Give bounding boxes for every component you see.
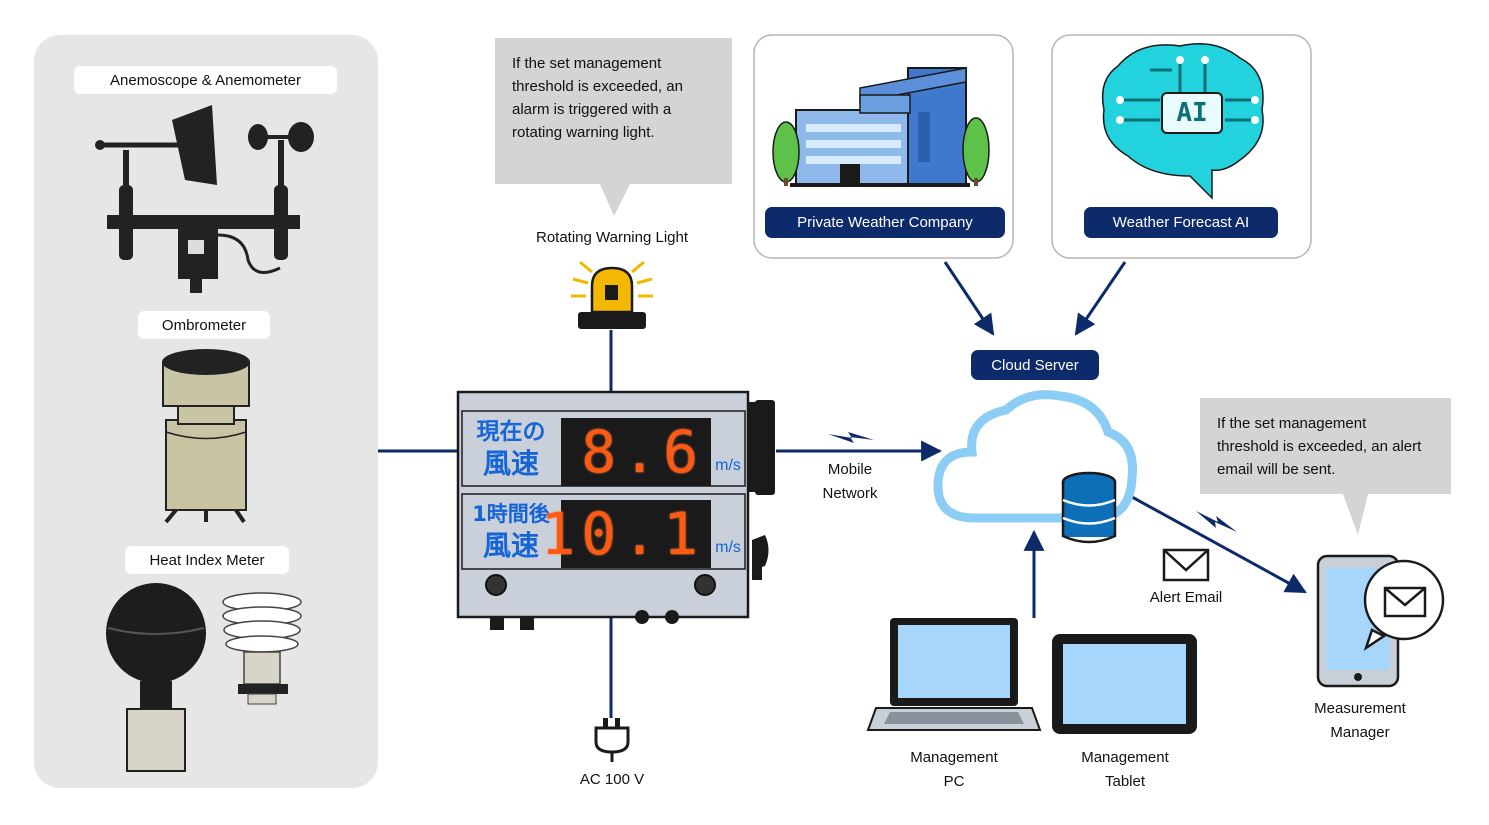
ai-arrow — [1074, 261, 1127, 336]
warning-light-label: Rotating Warning Light — [535, 229, 689, 246]
forecast-wind-unit: m/s — [715, 539, 741, 556]
email-arrow — [1131, 495, 1307, 594]
heat-index-label: Heat Index Meter — [125, 546, 289, 574]
cloud-server-icon — [933, 390, 1137, 544]
email-note: If the set management threshold is excee… — [1217, 412, 1447, 481]
management-tablet-label: Management Tablet — [1065, 746, 1185, 794]
note-line: rotating warning light. — [512, 124, 655, 141]
current-wind-unit: m/s — [715, 457, 741, 474]
manager-label-line: Manager — [1330, 724, 1390, 741]
current-wind-label-line1: 現在の — [476, 419, 546, 445]
anemometer-label: Anemoscope & Anemometer — [74, 66, 337, 94]
private-weather-label: Private Weather Company — [765, 207, 1005, 238]
forecast-wind-label: 1時間後 風速 — [465, 498, 557, 562]
power-label: AC 100 V — [579, 771, 645, 788]
power-plug-icon — [594, 718, 630, 762]
email-bubble — [1200, 398, 1451, 535]
alert-email-label: Alert Email — [1149, 589, 1223, 606]
tablet-label-line: Management — [1081, 749, 1169, 766]
network-label: Mobile Network — [800, 458, 900, 506]
laptop-icon — [866, 618, 1042, 731]
cloud-server-label: Cloud Server — [971, 350, 1099, 380]
ombrometer-label: Ombrometer — [138, 311, 270, 339]
wireless-signal-icon-2 — [1196, 511, 1237, 532]
ai-chip-text: AI — [1176, 98, 1208, 128]
tablet-icon — [1052, 634, 1197, 734]
management-pc-label: Management PC — [894, 746, 1014, 794]
measurement-manager-label: Measurement Manager — [1295, 697, 1425, 745]
building-icon — [772, 67, 990, 187]
note-line: alarm is triggered with a — [512, 101, 672, 118]
ai-brain-icon — [1101, 43, 1264, 200]
private-weather-arrow — [943, 261, 995, 336]
current-wind-label: 現在の 風速 — [465, 416, 557, 480]
warning-light-note: If the set management threshold is excee… — [512, 52, 727, 144]
note-line: If the set management — [512, 55, 662, 72]
wireless-signal-icon — [828, 432, 874, 443]
anemometer-icon — [95, 105, 314, 293]
ombrometer-icon — [162, 349, 250, 524]
current-wind-value: 8.6 — [581, 418, 704, 486]
network-label-line: Mobile — [827, 461, 873, 478]
manager-label-line: Measurement — [1314, 700, 1406, 717]
pc-label-line: PC — [943, 773, 965, 790]
note-line: email will be sent. — [1217, 461, 1336, 478]
note-line: threshold is exceeded, an — [512, 78, 683, 95]
note-line: If the set management — [1217, 415, 1367, 432]
forecast-wind-value: 10.1 — [540, 500, 704, 568]
forecast-wind-label-line2: 風速 — [482, 529, 539, 562]
envelope-icon — [1162, 548, 1210, 582]
current-wind-label-line2: 風速 — [482, 447, 539, 480]
smartphone-icon — [1316, 554, 1445, 688]
rotating-warning-light-icon — [571, 260, 653, 329]
ai-label: Weather Forecast AI — [1084, 207, 1278, 238]
pc-label-line: Management — [910, 749, 998, 766]
tablet-label-line: Tablet — [1104, 773, 1146, 790]
wind-display-device — [456, 390, 775, 630]
note-line: threshold is exceeded, an alert — [1217, 438, 1422, 455]
warning-light-bubble — [495, 38, 732, 216]
network-label-line: Network — [822, 485, 878, 502]
forecast-wind-label-line1: 1時間後 — [472, 502, 550, 526]
heat-index-meter-icon — [106, 583, 302, 772]
